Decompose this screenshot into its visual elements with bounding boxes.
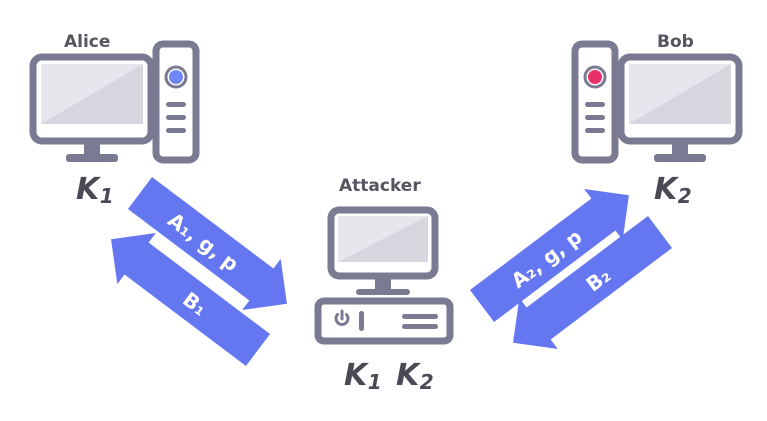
alice-tower bbox=[152, 40, 200, 164]
bob-monitor bbox=[617, 53, 743, 162]
attacker-name: Attacker bbox=[339, 176, 421, 196]
attacker-monitor bbox=[327, 206, 439, 295]
arrow-attacker-to-alice: B₁ bbox=[111, 232, 271, 366]
attacker-desktop-case bbox=[314, 297, 454, 345]
bob-computer bbox=[571, 40, 743, 164]
alice-name: Alice bbox=[64, 32, 111, 52]
attacker-key-2: K2 bbox=[396, 358, 435, 394]
alice-monitor bbox=[29, 53, 155, 162]
attacker-key-1: K1 bbox=[344, 358, 383, 394]
alice-computer bbox=[29, 40, 200, 164]
attacker-computer bbox=[314, 206, 454, 345]
arrow-bob-to-attacker: B₂ bbox=[513, 216, 673, 350]
alice-key: K1 bbox=[76, 172, 115, 208]
power-icon bbox=[334, 309, 350, 326]
bob-tower bbox=[571, 40, 619, 164]
bob-name: Bob bbox=[657, 32, 694, 52]
bob-key: K2 bbox=[654, 172, 693, 208]
